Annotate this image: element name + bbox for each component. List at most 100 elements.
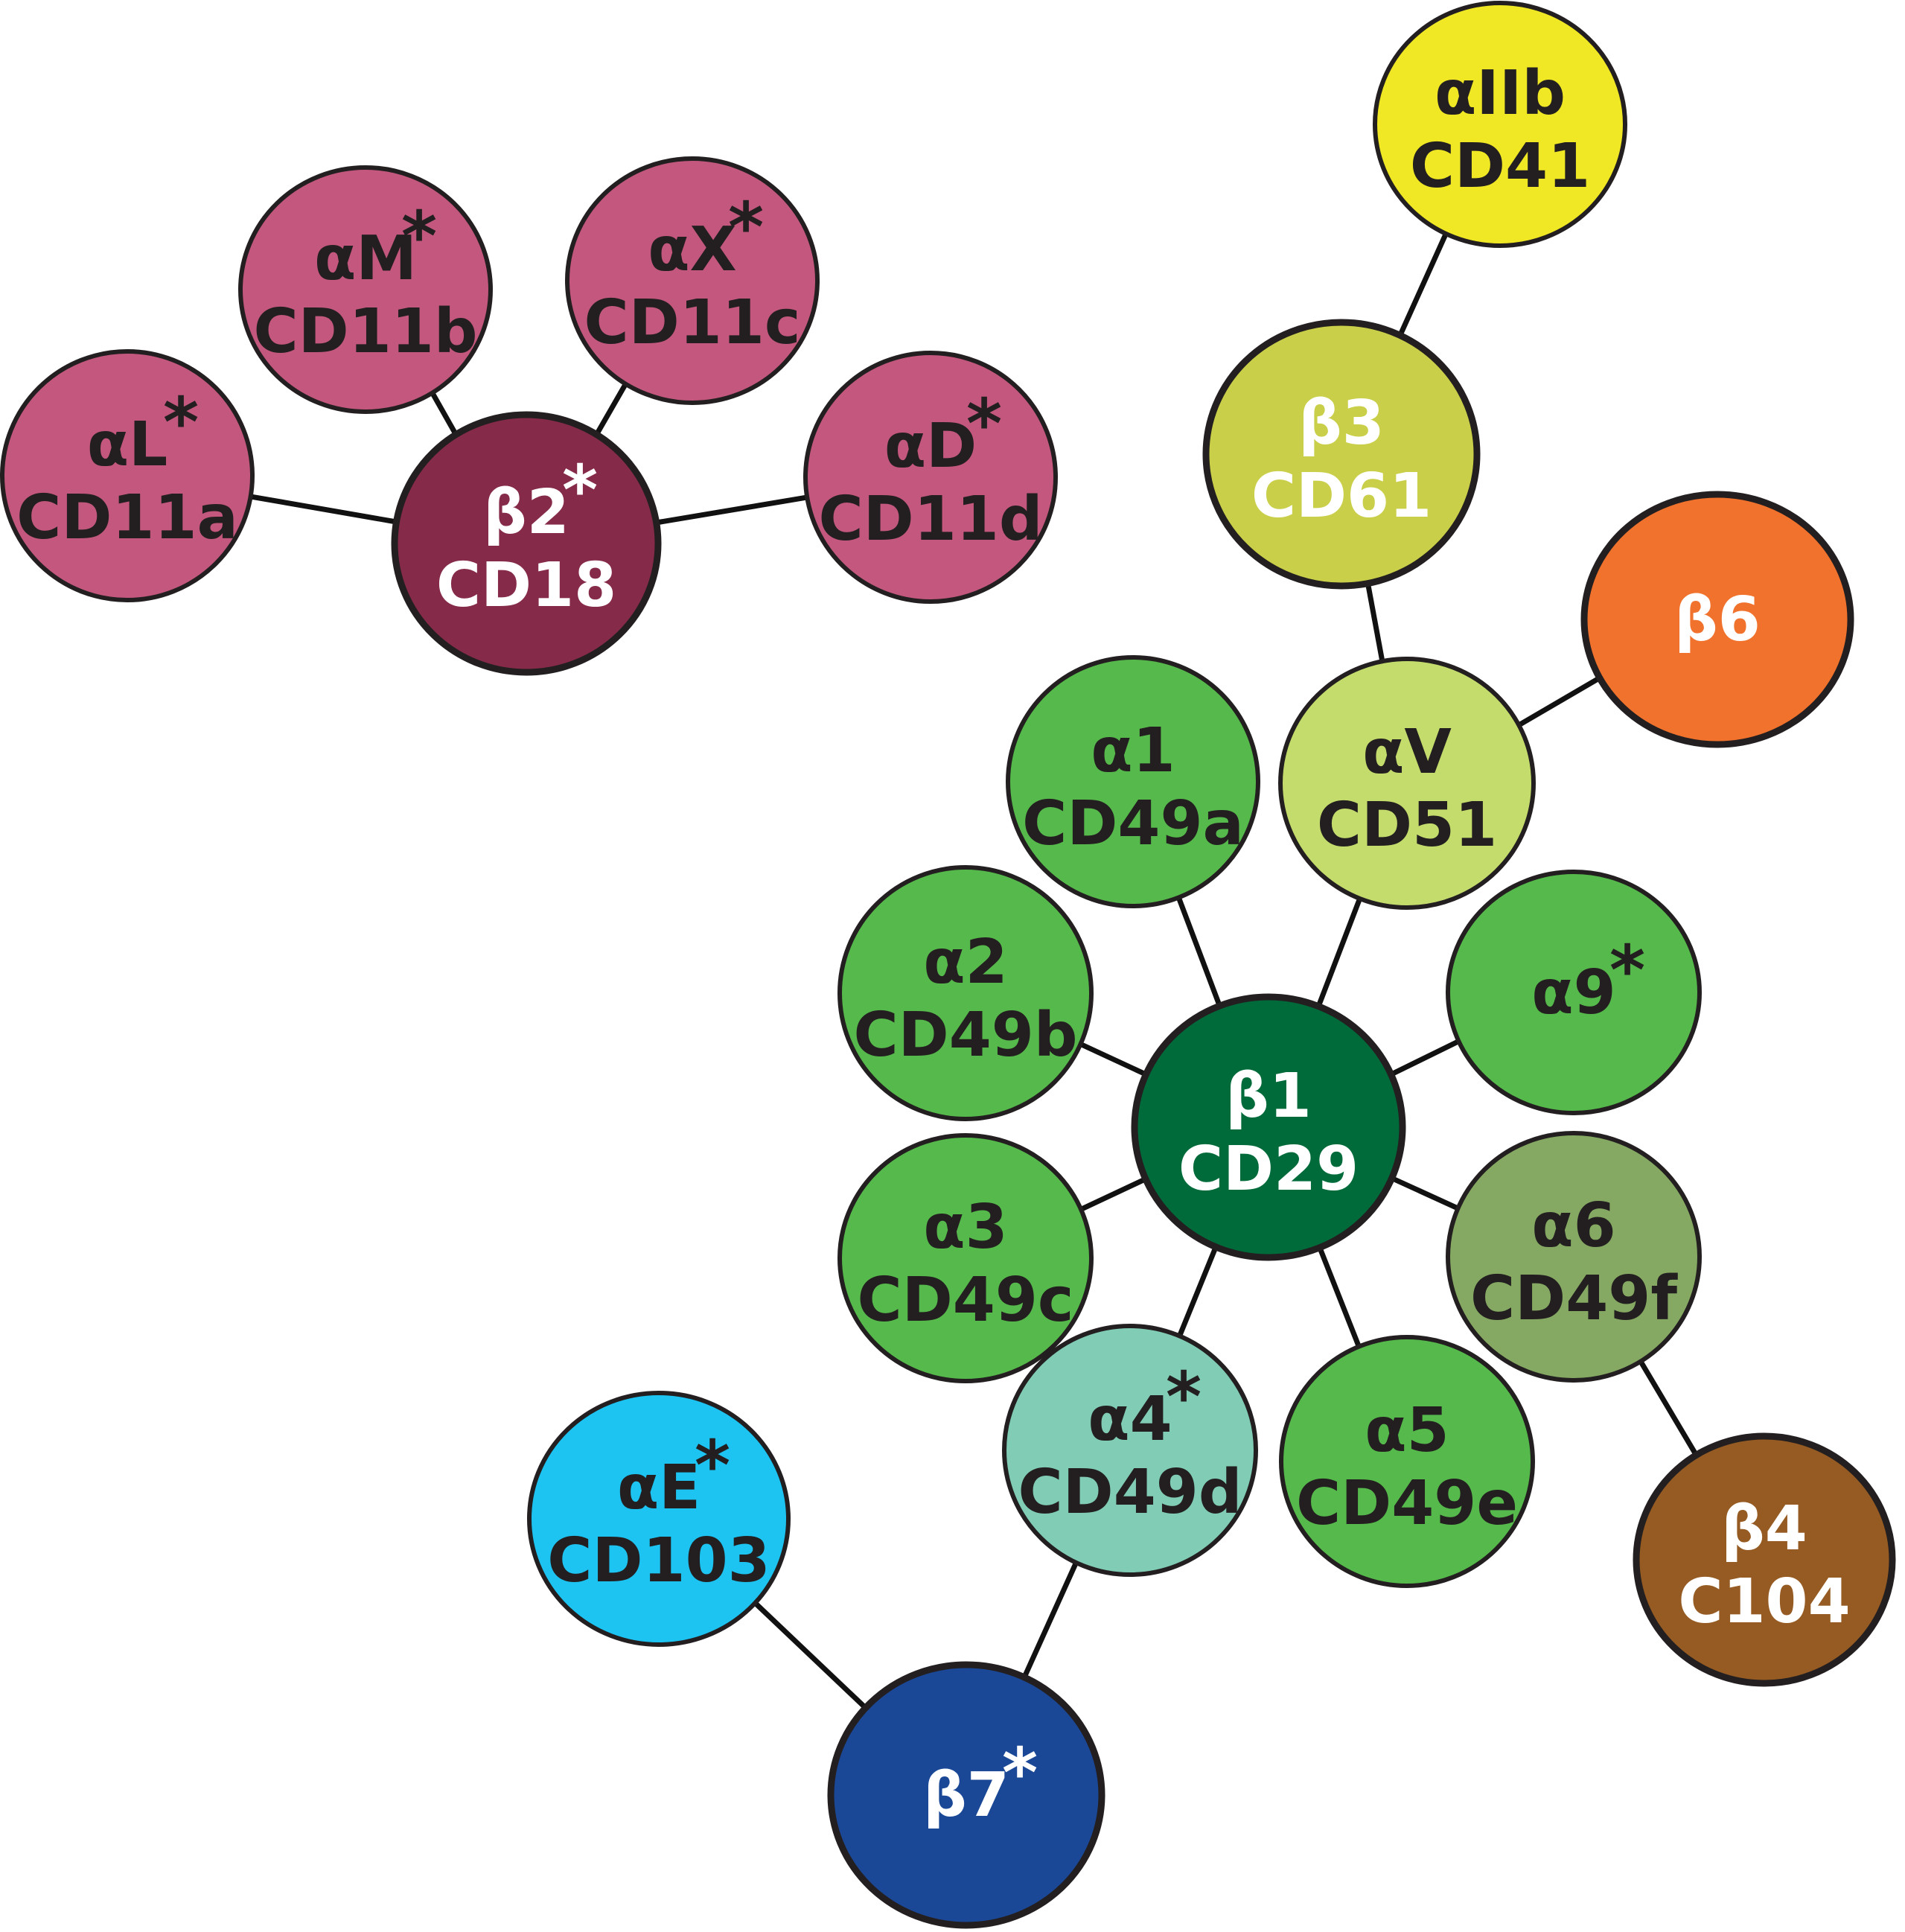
node-label: α5 — [1365, 1395, 1449, 1466]
node-circle — [0, 349, 255, 602]
node-label: αIIb — [1435, 58, 1566, 129]
node-circle — [1006, 655, 1260, 908]
node-b6: β6 — [1580, 491, 1854, 748]
edge-a2-b1 — [1076, 1040, 1150, 1078]
node-label: α6 — [1531, 1190, 1615, 1261]
asterisk-marker: * — [163, 383, 199, 462]
node-circle — [565, 156, 820, 405]
asterisk-marker: * — [728, 188, 764, 267]
asterisk-marker: * — [966, 384, 1002, 464]
node-circle — [1202, 319, 1481, 590]
node-cd-label: CD49f — [1470, 1263, 1678, 1334]
node-cd-label: CD49a — [1022, 788, 1244, 859]
node-label: αX — [648, 214, 737, 285]
node-a9: α9* — [1446, 870, 1702, 1115]
node-b7: β7* — [827, 1661, 1105, 1929]
node-cd-label: CD49e — [1296, 1468, 1518, 1539]
edge-b3-aV — [1365, 580, 1385, 665]
node-cd-label: CD103 — [547, 1525, 770, 1596]
node-cd-label: CD61 — [1251, 461, 1432, 532]
node-circle — [527, 1391, 791, 1647]
node-label: α1 — [1091, 715, 1175, 786]
edge-aX-b2 — [593, 380, 630, 439]
edge-a4-b1 — [1175, 1243, 1219, 1339]
edge-a3-b1 — [1077, 1175, 1149, 1213]
edge-aV-b1 — [1315, 895, 1364, 1010]
node-cd-label: CD51 — [1317, 790, 1497, 861]
node-circle — [1373, 1, 1627, 248]
node-circle — [1131, 993, 1406, 1261]
node-label: αE — [617, 1453, 701, 1523]
edge-aE-b7 — [751, 1599, 869, 1712]
node-label: β6 — [1674, 584, 1761, 655]
node-cd-label: CD11b — [253, 296, 477, 367]
edge-aD-b2 — [653, 494, 811, 526]
node-cd-label: CD49d — [1018, 1457, 1242, 1528]
node-label: α9 — [1531, 957, 1615, 1028]
node-circle — [1279, 1335, 1535, 1588]
node-label: β7 — [923, 1760, 1009, 1831]
node-cd-label: CD29 — [1178, 1134, 1359, 1205]
node-circle — [837, 865, 1094, 1121]
asterisk-marker: * — [401, 197, 437, 276]
node-circle — [1446, 870, 1702, 1115]
edge-aL-b2 — [247, 493, 400, 526]
node-label: β1 — [1225, 1061, 1312, 1132]
node-label: α2 — [923, 927, 1007, 998]
edge-a6-b4 — [1637, 1357, 1700, 1459]
node-cd-label: CD11a — [16, 482, 238, 553]
edge-a1-b1 — [1175, 894, 1223, 1010]
node-label: αL — [87, 409, 168, 480]
node-cd-label: CD41 — [1410, 131, 1590, 202]
edge-a6-b1 — [1388, 1174, 1461, 1212]
node-label: β4 — [1721, 1493, 1807, 1564]
edge-aIIb-b3 — [1397, 230, 1449, 339]
asterisk-marker: * — [562, 450, 598, 530]
node-circle — [238, 165, 493, 414]
node-circle — [1002, 1324, 1258, 1577]
node-cd-label: CD11c — [584, 287, 801, 358]
edge-a9-b1 — [1387, 1037, 1463, 1078]
node-label: β3 — [1298, 388, 1385, 459]
node-circle — [827, 1661, 1105, 1929]
node-circle — [803, 351, 1058, 604]
node-circle — [837, 1133, 1094, 1383]
node-label: αM — [314, 223, 417, 294]
node-label: αD — [884, 411, 977, 482]
node-cd-label: CD49b — [853, 1000, 1077, 1071]
node-label: α3 — [923, 1192, 1007, 1263]
edge-aV-b6 — [1515, 674, 1604, 729]
node-circle — [1580, 491, 1854, 748]
node-circle — [1278, 657, 1536, 910]
node-circle — [1446, 1131, 1702, 1383]
node-cd-label: CD11d — [818, 484, 1042, 555]
asterisk-marker: * — [1166, 1357, 1202, 1437]
node-label: α4 — [1088, 1384, 1172, 1455]
edge-aM-b2 — [429, 389, 460, 439]
edge-a5-b1 — [1316, 1244, 1362, 1351]
edge-a4-b7 — [1021, 1559, 1080, 1681]
asterisk-marker: * — [695, 1426, 730, 1505]
node-circle — [1633, 1432, 1896, 1687]
node-label: αV — [1362, 717, 1452, 788]
node-circle — [391, 411, 662, 676]
node-cd-label: C104 — [1678, 1566, 1850, 1637]
